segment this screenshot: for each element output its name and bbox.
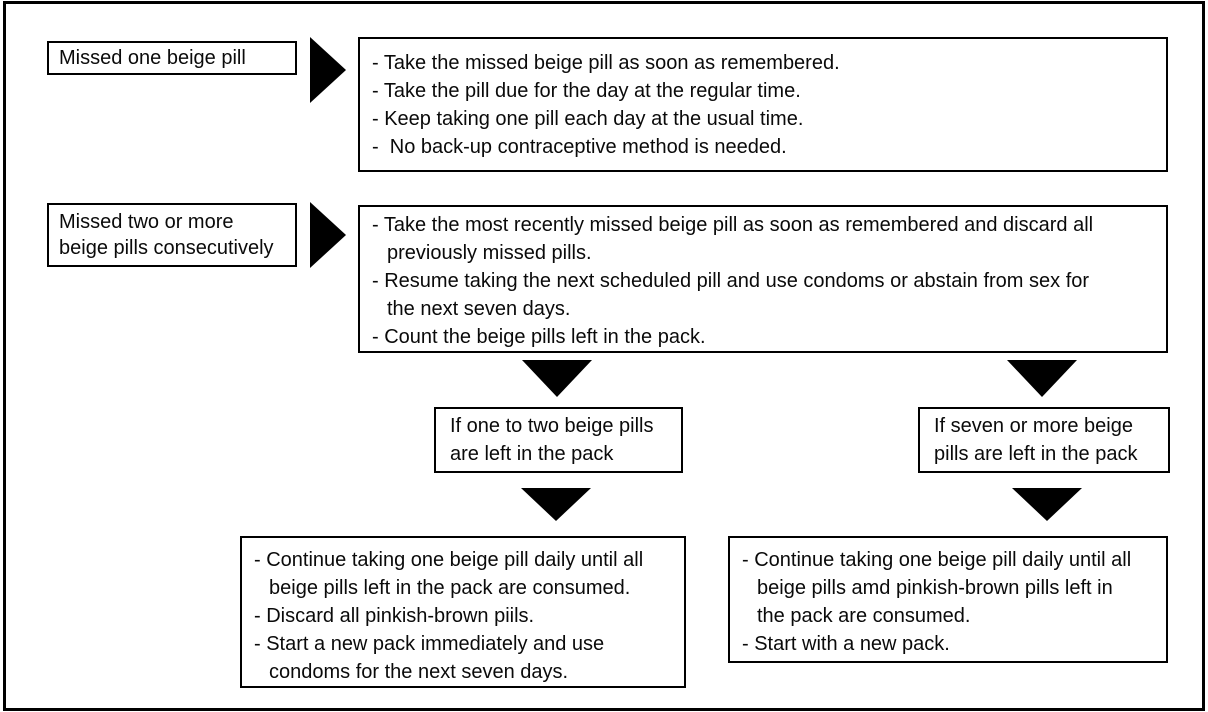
arrow-down-icon bbox=[1012, 488, 1082, 521]
instruction-step: - Resume taking the next scheduled pill … bbox=[372, 270, 1090, 320]
outer-border bbox=[3, 1, 1205, 711]
arrow-down-icon bbox=[1007, 360, 1077, 397]
condition-label: Missed one beige pill bbox=[59, 47, 246, 69]
arrow-right-icon bbox=[310, 37, 346, 103]
instruction-step: - No back-up contraceptive method is nee… bbox=[372, 136, 787, 158]
instruction-box-missed-two-or-more: - Take the most recently missed beige pi… bbox=[358, 205, 1168, 353]
instruction-step: - Keep taking one pill each day at the u… bbox=[372, 108, 804, 130]
instruction-step: - Discard all pinkish-brown piils. bbox=[254, 605, 535, 627]
condition-box-missed-one-pill: Missed one beige pill bbox=[47, 41, 297, 75]
instruction-box-missed-one-pill: - Take the missed beige pill as soon as … bbox=[358, 37, 1168, 172]
condition-label: If seven or more beige pills are left in… bbox=[934, 415, 1138, 465]
instruction-step: - Continue taking one beige pill daily u… bbox=[254, 549, 644, 599]
condition-box-missed-two-or-more: Missed two or more beige pills consecuti… bbox=[47, 203, 297, 267]
instruction-step: - Count the beige pills left in the pack… bbox=[372, 326, 706, 348]
arrow-down-icon bbox=[521, 488, 591, 521]
instruction-step: - Start a new pack immediately and use c… bbox=[254, 633, 605, 683]
instruction-step: - Take the pill due for the day at the r… bbox=[372, 80, 801, 102]
instruction-step: - Start with a new pack. bbox=[742, 633, 950, 655]
condition-box-one-to-two-pills-left: If one to two beige pills are left in th… bbox=[434, 407, 683, 473]
instruction-box-seven-or-more-left: - Continue taking one beige pill daily u… bbox=[728, 536, 1168, 663]
instruction-step: - Continue taking one beige pill daily u… bbox=[742, 549, 1132, 627]
arrow-right-icon bbox=[310, 202, 346, 268]
arrow-down-icon bbox=[522, 360, 592, 397]
condition-label: If one to two beige pills are left in th… bbox=[450, 415, 654, 465]
condition-label: Missed two or more beige pills consecuti… bbox=[59, 211, 274, 259]
condition-box-seven-or-more-pills-left: If seven or more beige pills are left in… bbox=[918, 407, 1170, 473]
instruction-step: - Take the missed beige pill as soon as … bbox=[372, 52, 840, 74]
instruction-box-one-to-two-left: - Continue taking one beige pill daily u… bbox=[240, 536, 686, 688]
instruction-step: - Take the most recently missed beige pi… bbox=[372, 214, 1094, 264]
